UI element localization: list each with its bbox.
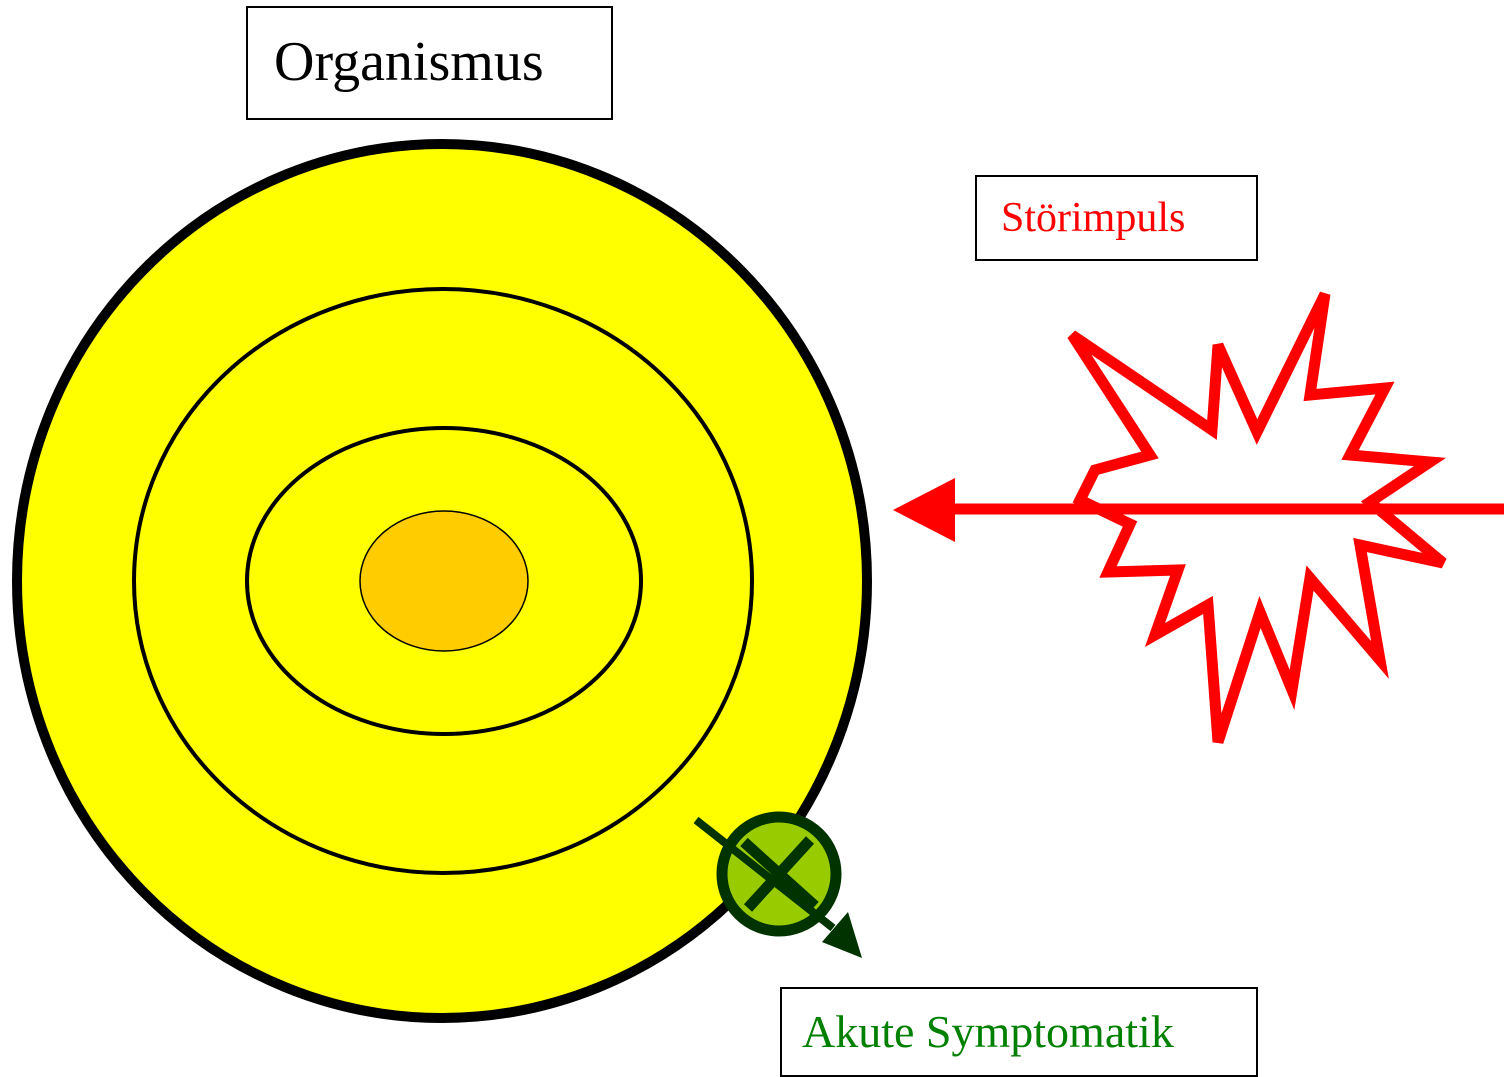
starburst-icon <box>1072 294 1443 742</box>
organism-core <box>360 511 528 651</box>
symptom-arrow-head <box>822 912 862 958</box>
symptom-label-box: Akute Symptomatik <box>780 987 1258 1077</box>
symptom-label: Akute Symptomatik <box>802 1009 1174 1055</box>
disturbance-label: Störimpuls <box>1001 197 1185 239</box>
disturbance-label-box: Störimpuls <box>975 175 1258 261</box>
organism-label: Organismus <box>274 34 544 90</box>
organism-label-box: Organismus <box>246 6 613 120</box>
impulse-arrow-head <box>893 478 955 542</box>
